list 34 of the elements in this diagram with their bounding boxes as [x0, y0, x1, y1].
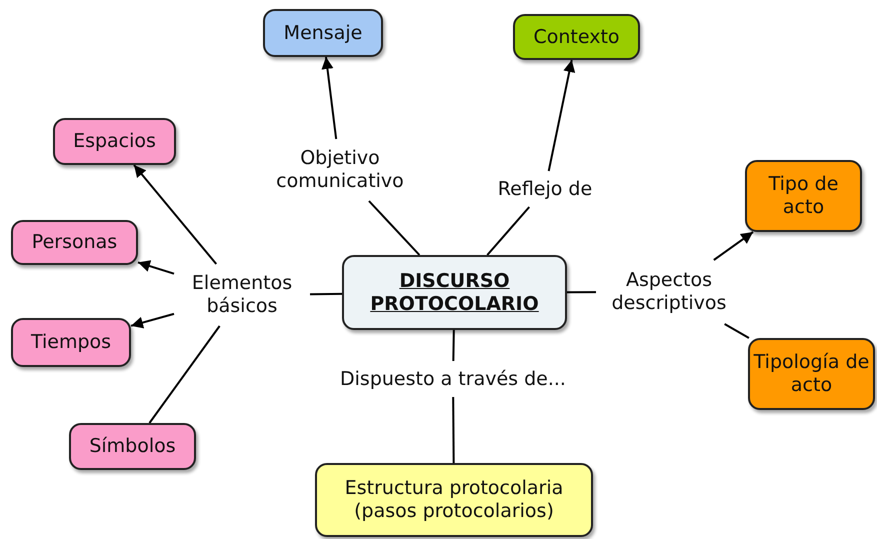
concept-label: Tipología de acto	[752, 351, 870, 397]
concept-box	[748, 338, 875, 410]
concept-box	[513, 14, 640, 60]
concept-box	[69, 423, 196, 470]
concept-box	[53, 118, 176, 165]
arrow	[133, 164, 218, 265]
arrow	[713, 231, 754, 261]
concept-box	[745, 160, 862, 232]
concept-box	[342, 255, 567, 330]
arrow	[322, 56, 338, 140]
concept-label: Contexto	[533, 26, 620, 48]
concept-label: Símbolos	[89, 435, 176, 458]
concept-label: Personas	[32, 231, 118, 254]
connector-line	[452, 397, 455, 464]
concept-label: Espacios	[73, 130, 156, 153]
concept-label: Tiempos	[30, 331, 112, 354]
arrow	[138, 260, 174, 275]
connector-line	[724, 323, 750, 339]
concept-box	[263, 9, 383, 57]
connector-line	[567, 291, 596, 294]
concept-label: Mensaje	[284, 22, 362, 44]
concept-label: Estructura protocolaria (pasos protocolarios)	[344, 477, 564, 523]
connector-line	[452, 330, 455, 362]
connector-line	[486, 206, 530, 256]
arrow	[130, 312, 174, 328]
concept-box	[315, 463, 593, 537]
connector-line	[368, 200, 420, 256]
concept-label: DISCURSO PROTOCOLARIO	[369, 270, 540, 316]
connector-line	[310, 292, 342, 296]
concept-box	[11, 318, 131, 367]
concept-box	[11, 220, 138, 265]
concept-label: Tipo de acto	[768, 173, 840, 219]
arrow	[548, 60, 576, 172]
connector-line	[148, 325, 220, 424]
